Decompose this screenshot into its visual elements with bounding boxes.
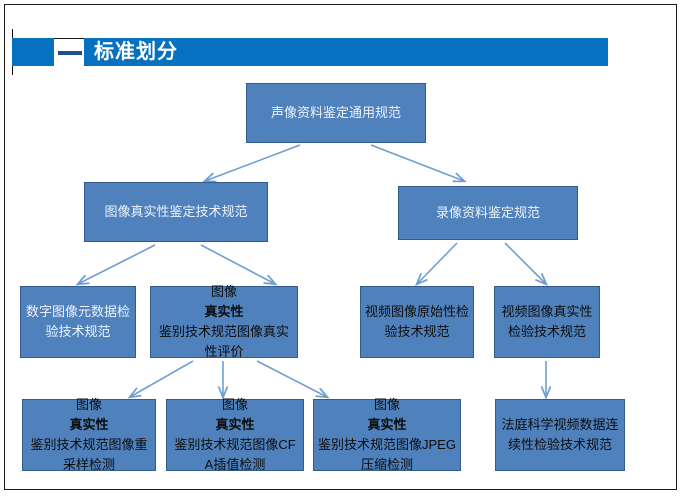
node-n7-label: 图像真实性鉴别技术规范图像重采样检测 (30, 397, 148, 472)
header-dash-mark (58, 51, 82, 55)
node-n8[interactable]: 图像真实性鉴别技术规范图像CFA插值检测 (166, 397, 304, 472)
node-n3-label: 数字图像元数据检验技术规范 (25, 304, 130, 339)
node-n5-label: 视频图像原始性检验技术规范 (365, 304, 470, 339)
edge-n1-n4 (200, 244, 275, 284)
page-title: 标准划分 (94, 41, 178, 63)
edge-n0-n1 (205, 144, 301, 181)
edge-n1-n3 (78, 244, 156, 284)
node-n9[interactable]: 图像真实性鉴别技术规范图像JPEG压缩检测 (313, 397, 461, 472)
node-n0-label: 声像资料鉴定通用规范 (270, 105, 401, 120)
node-n4-label: 图像真实性鉴别技术规范图像真实性评价 (158, 284, 289, 359)
node-n10[interactable]: 法庭科学视频数据连续性检验技术规范 (495, 399, 625, 471)
node-n6[interactable]: 视频图像真实性检验技术规范 (494, 286, 600, 358)
node-n6-label: 视频图像真实性检验技术规范 (501, 304, 593, 339)
node-n4[interactable]: 图像真实性鉴别技术规范图像真实性评价 (150, 284, 298, 359)
node-n5[interactable]: 视频图像原始性检验技术规范 (360, 286, 474, 358)
edge-n4-n7 (130, 360, 194, 397)
edge-n4-n9 (256, 360, 327, 397)
node-n1-label: 图像真实性鉴定技术规范 (104, 204, 248, 219)
slide-canvas: 标准划分 声像资料鉴定通用规范 图 (4, 4, 677, 490)
edge-n2-n6 (504, 242, 546, 284)
node-n2-label: 录像资料鉴定规范 (435, 205, 540, 220)
node-n2[interactable]: 录像资料鉴定规范 (398, 186, 578, 240)
header-main-bar (84, 38, 608, 66)
node-n7[interactable]: 图像真实性鉴别技术规范图像重采样检测 (22, 397, 156, 472)
node-n0[interactable]: 声像资料鉴定通用规范 (246, 83, 426, 143)
node-n8-label: 图像真实性鉴别技术规范图像CFA插值检测 (174, 397, 296, 472)
header-band (5, 29, 608, 75)
node-n9-label: 图像真实性鉴别技术规范图像JPEG压缩检测 (318, 397, 456, 472)
edge-n0-n2 (370, 144, 464, 181)
node-n3[interactable]: 数字图像元数据检验技术规范 (20, 286, 136, 358)
node-n10-label: 法庭科学视频数据连续性检验技术规范 (501, 417, 619, 452)
node-n1[interactable]: 图像真实性鉴定技术规范 (84, 182, 268, 242)
header-left-block (12, 38, 54, 66)
edge-n2-n5 (417, 242, 458, 284)
